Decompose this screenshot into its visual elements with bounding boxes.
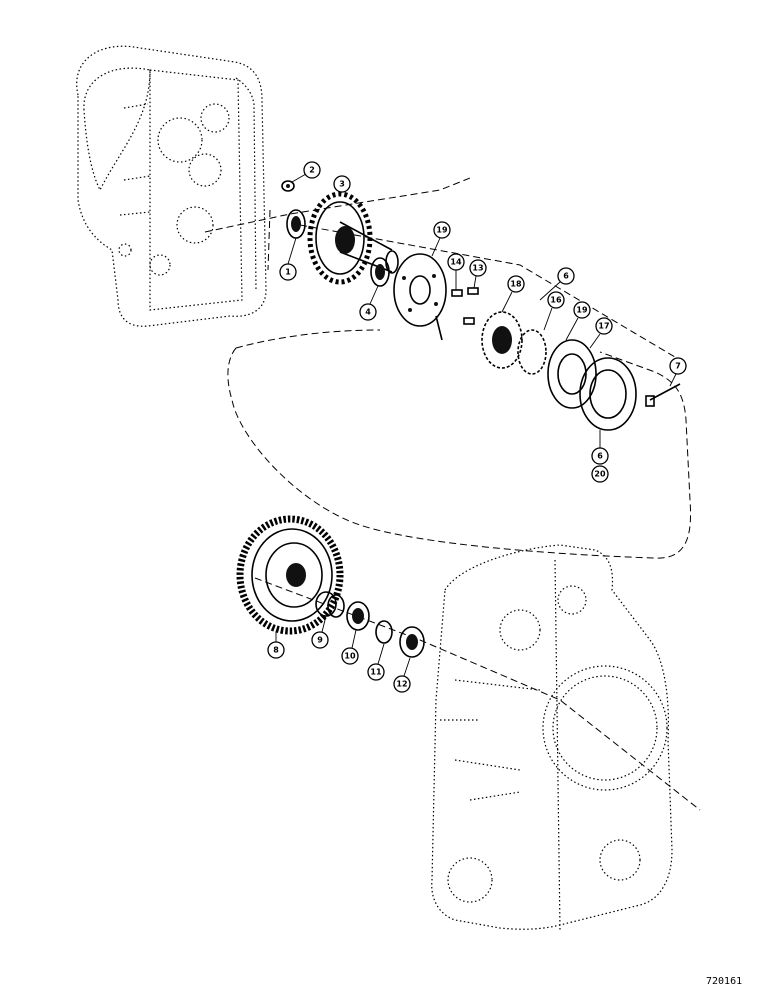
gear-shaft <box>307 191 399 285</box>
upper-transmission-housing <box>76 45 267 327</box>
callout-20: 20 <box>591 465 609 483</box>
upper-components <box>281 180 681 431</box>
svg-text:6: 6 <box>563 272 569 281</box>
callout-2: 2 <box>303 161 321 179</box>
svg-text:10: 10 <box>344 652 356 661</box>
callout-19-lower: 19 <box>573 301 591 319</box>
cover-plate <box>579 357 637 431</box>
svg-text:20: 20 <box>594 470 606 479</box>
callout-13: 13 <box>469 259 487 277</box>
svg-text:19: 19 <box>436 226 448 235</box>
svg-text:19: 19 <box>576 306 588 315</box>
callout-6-lower: 6 <box>591 447 609 465</box>
svg-text:12: 12 <box>396 680 407 689</box>
callout-7: 7 <box>669 357 687 375</box>
svg-text:7: 7 <box>675 362 681 371</box>
svg-text:11: 11 <box>370 668 382 677</box>
svg-text:2: 2 <box>309 166 315 175</box>
callout-11: 11 <box>367 663 385 681</box>
svg-text:8: 8 <box>273 646 279 655</box>
callout-14: 14 <box>447 253 465 271</box>
callout-18: 18 <box>507 275 525 293</box>
svg-text:9: 9 <box>317 636 323 645</box>
callout-12: 12 <box>393 675 411 693</box>
callout-16: 16 <box>547 291 565 309</box>
svg-text:16: 16 <box>550 296 562 305</box>
callout-4: 4 <box>359 303 377 321</box>
leader-lines <box>275 173 677 677</box>
svg-text:4: 4 <box>365 308 371 317</box>
svg-text:3: 3 <box>339 180 345 189</box>
callout-8: 8 <box>267 641 285 659</box>
callout-17: 17 <box>595 317 613 335</box>
retainer-ring <box>547 339 597 409</box>
callout-19-upper: 19 <box>433 221 451 239</box>
svg-text:18: 18 <box>510 280 522 289</box>
lower-components <box>236 515 425 658</box>
svg-text:6: 6 <box>597 452 603 461</box>
callout-1: 1 <box>279 263 297 281</box>
callout-10: 10 <box>341 647 359 665</box>
callout-6-upper: 6 <box>557 267 575 285</box>
callout-9: 9 <box>311 631 329 649</box>
svg-text:14: 14 <box>450 258 462 267</box>
drawing-number: 720161 <box>706 976 743 987</box>
svg-text:1: 1 <box>285 268 291 277</box>
callout-3: 3 <box>333 175 351 193</box>
large-gear <box>236 515 344 635</box>
clutch-hub <box>481 311 523 369</box>
svg-text:13: 13 <box>472 264 483 273</box>
clutch-plate <box>393 253 447 327</box>
assembly-lines <box>204 177 701 811</box>
svg-text:17: 17 <box>598 322 609 331</box>
lower-transmission-housing <box>431 544 673 931</box>
